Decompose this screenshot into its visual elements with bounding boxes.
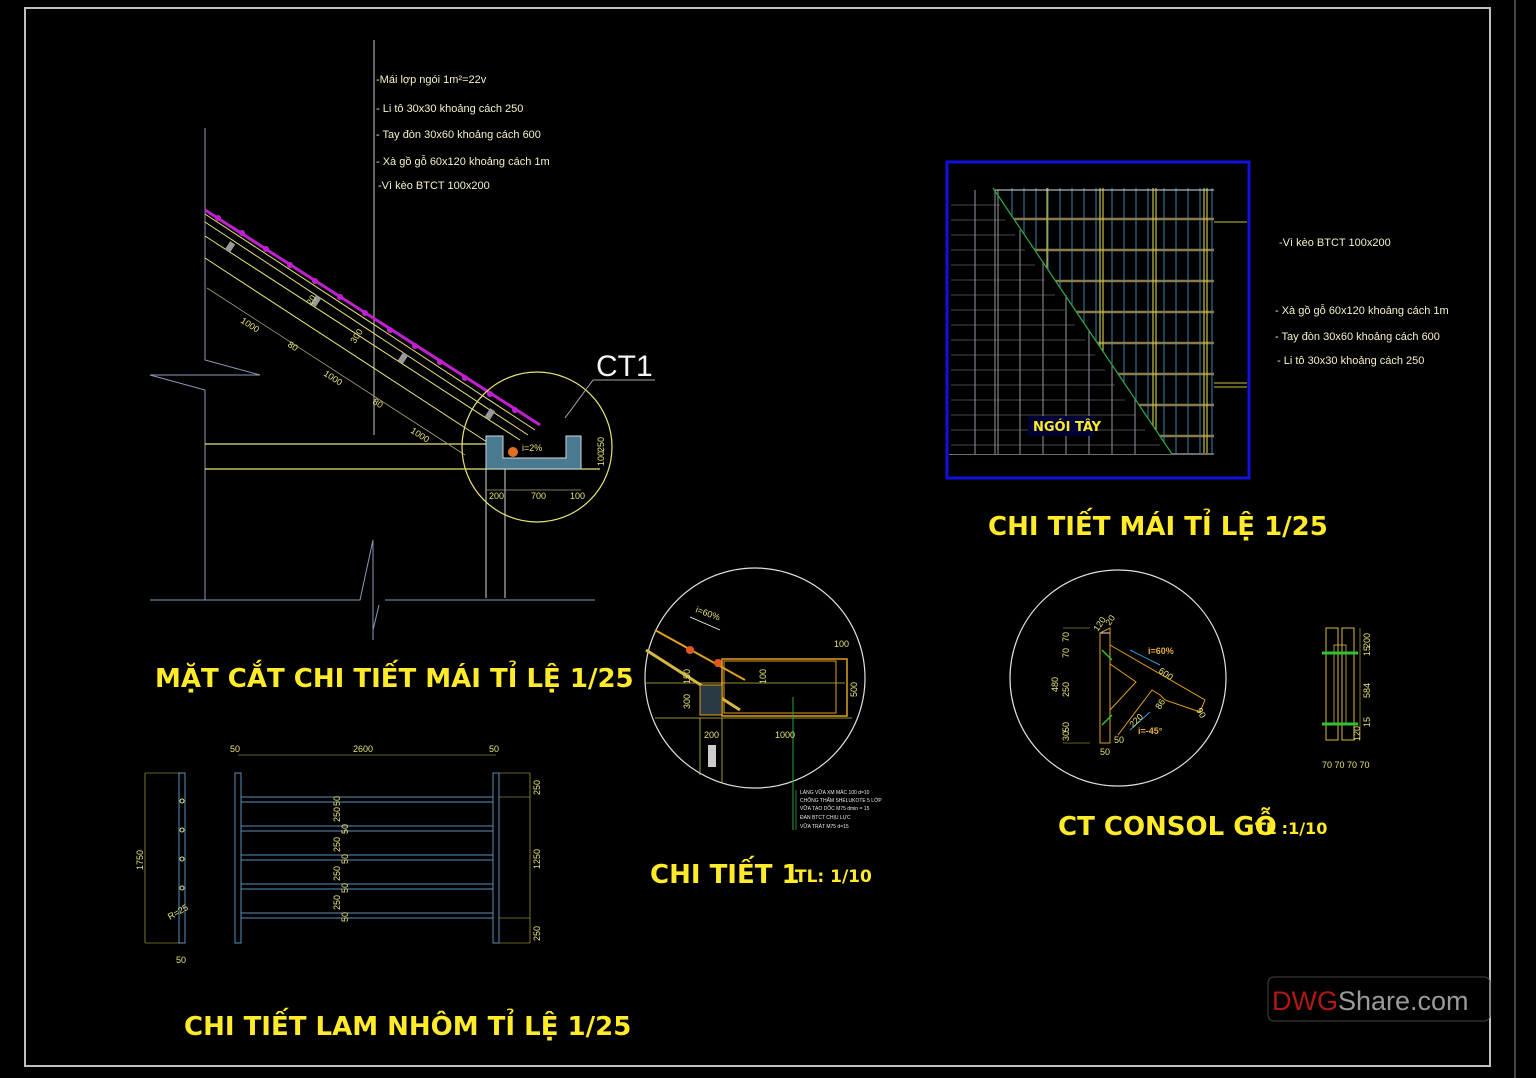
svg-text:480: 480 [1050,677,1060,692]
svg-text:-Vì kèo BTCT 100x200: -Vì kèo BTCT 100x200 [1279,237,1391,249]
louver-title: CHI TIẾT LAM NHÔM TỈ LỆ 1/25 [184,1007,631,1042]
svg-text:20: 20 [1103,613,1117,627]
svg-text:- Tay đòn 30x60 khoảng cách 60: - Tay đòn 30x60 khoảng cách 600 [376,129,541,141]
svg-text:50: 50 [1061,722,1071,732]
svg-text:- Li tô 30x30 khoảng cách 250: - Li tô 30x30 khoảng cách 250 [376,103,523,115]
detail-1-title: CHI TIẾT 1 [650,855,800,890]
svg-text:- Li tô 30x30 khoảng cách 250: - Li tô 30x30 khoảng cách 250 [1277,355,1424,367]
svg-text:86: 86 [1153,697,1167,711]
svg-text:15: 15 [1362,646,1372,656]
consol-side-view: 200 15 584 15 120 70 70 70 70 [1322,627,1372,770]
svg-text:i=2%: i=2% [522,443,542,453]
consol-title: CT CONSOL GỖ [1058,806,1277,842]
svg-text:- Xà gồ gỗ 60x120 khoảng cách: - Xà gồ gỗ 60x120 khoảng cách 1m [1275,304,1449,317]
svg-text:70 70 70 70: 70 70 70 70 [1322,760,1370,770]
svg-text:80: 80 [286,339,300,353]
svg-text:500: 500 [849,682,859,697]
svg-text:20: 20 [304,293,318,307]
svg-text:250: 250 [332,807,342,822]
svg-text:100: 100 [758,669,768,684]
svg-text:50: 50 [489,744,499,754]
svg-text:300: 300 [682,694,692,709]
svg-text:200: 200 [1362,633,1372,648]
consol-drawing: 70 70 480 250 50 30 i=60% i=-45° 120 20 … [1009,569,1227,787]
roof-plan-title: CHI TIẾT MÁI TỈ LỆ 1/25 [988,507,1328,542]
svg-text:i=60%: i=60% [694,604,721,622]
svg-text:LÁNG VỮA XM MÁC 100 d=10: LÁNG VỮA XM MÁC 100 d=10 [800,789,870,796]
svg-text:150: 150 [682,669,692,684]
detail-1-layer-notes: LÁNG VỮA XM MÁC 100 d=10 CHỐNG THẤM SHEL… [795,789,882,830]
svg-text:VỮA TRÁT M75 d=15: VỮA TRÁT M75 d=15 [800,823,849,830]
roof-section-title: MẶT CẮT CHI TIẾT MÁI TỈ LỆ 1/25 [155,658,634,694]
svg-text:700: 700 [531,491,546,501]
ct1-detail-circle [461,371,613,523]
svg-text:- Xà gồ gỗ 60x120 khoảng cách: - Xà gồ gỗ 60x120 khoảng cách 1m [376,155,550,168]
svg-text:1000: 1000 [409,425,431,444]
svg-text:70: 70 [1061,632,1071,642]
svg-text:100: 100 [570,491,585,501]
ct1-callout-label: CT1 [596,350,653,383]
svg-text:80: 80 [371,396,385,410]
svg-text:600: 600 [1157,665,1175,682]
svg-text:1000: 1000 [775,730,795,740]
detail-1-scale: TL: 1/10 [795,867,872,887]
svg-text:1000: 1000 [239,315,261,334]
svg-text:50: 50 [340,854,350,864]
svg-text:70: 70 [1061,648,1071,658]
svg-text:50: 50 [332,796,342,806]
svg-text:90: 90 [1194,706,1208,720]
svg-text:100: 100 [596,451,606,466]
svg-text:584: 584 [1362,683,1372,698]
svg-text:50: 50 [340,912,350,922]
svg-text:i=60%: i=60% [1148,646,1174,656]
svg-text:250: 250 [332,895,342,910]
roof-plan-notes: -Vì kèo BTCT 100x200 - Xà gồ gỗ 60x120 k… [1275,237,1449,367]
roof-plan-drawing: NGÓI TÂY [945,160,1251,480]
svg-text:i=-45°: i=-45° [1138,726,1163,736]
svg-text:250: 250 [596,437,606,452]
svg-text:250: 250 [532,926,542,941]
svg-text:ĐAN BTCT CHỊU LỰC: ĐAN BTCT CHỊU LỰC [800,815,851,821]
svg-text:30: 30 [1061,731,1071,741]
roof-section-drawing: 1000 80 300 1000 80 1000 20 CT1 i=2% 200… [149,40,655,640]
svg-text:50: 50 [230,744,240,754]
svg-text:250: 250 [1061,682,1071,697]
roof-section-notes: -Mái lợp ngói 1m²=22v - Li tô 30x30 khoả… [376,74,550,192]
dwgshare-watermark: DWGShare.com [1267,976,1491,1022]
svg-text:1750: 1750 [135,850,145,870]
svg-text:50: 50 [176,955,186,965]
svg-text:R=25: R=25 [166,902,190,922]
svg-text:CHỐNG THẤM SHELUKOTE 5 LỚP: CHỐNG THẤM SHELUKOTE 5 LỚP [800,797,882,804]
svg-text:250: 250 [532,780,542,795]
svg-text:50: 50 [340,883,350,893]
svg-text:2600: 2600 [353,744,373,754]
svg-text:120: 120 [1352,726,1362,741]
svg-text:50: 50 [1114,735,1124,745]
svg-text:200: 200 [704,730,719,740]
drawing-frame [24,7,1491,1067]
svg-text:15: 15 [1362,717,1372,727]
svg-text:VỮA TẠO DỐC M75 dmin = 15: VỮA TẠO DỐC M75 dmin = 15 [800,805,870,812]
detail-1-drawing: i=60% 100 500 100 150 300 200 1000 [644,567,866,830]
louver-drawing: 1750 50 R=25 50 2600 50 50 250 50 250 50… [135,744,542,965]
svg-text:50: 50 [340,824,350,834]
svg-text:-Mái lợp ngói 1m²=22v: -Mái lợp ngói 1m²=22v [376,74,487,86]
svg-text:250: 250 [332,866,342,881]
tile-type-label: NGÓI TÂY [1033,419,1102,435]
svg-text:250: 250 [332,837,342,852]
svg-text:1000: 1000 [322,368,344,387]
svg-text:-Vì kèo BTCT 100x200: -Vì kèo BTCT 100x200 [378,180,490,192]
svg-text:200: 200 [489,491,504,501]
svg-text:DWGShare.com: DWGShare.com [1272,986,1469,1016]
svg-text:100: 100 [834,639,849,649]
svg-text:- Tay đòn 30x60 khoảng cách 60: - Tay đòn 30x60 khoảng cách 600 [1275,331,1440,343]
svg-text:300: 300 [348,327,365,345]
svg-text:50: 50 [1100,747,1110,757]
consol-scale: TL :1/10 [1255,819,1327,838]
svg-text:1250: 1250 [532,849,542,869]
